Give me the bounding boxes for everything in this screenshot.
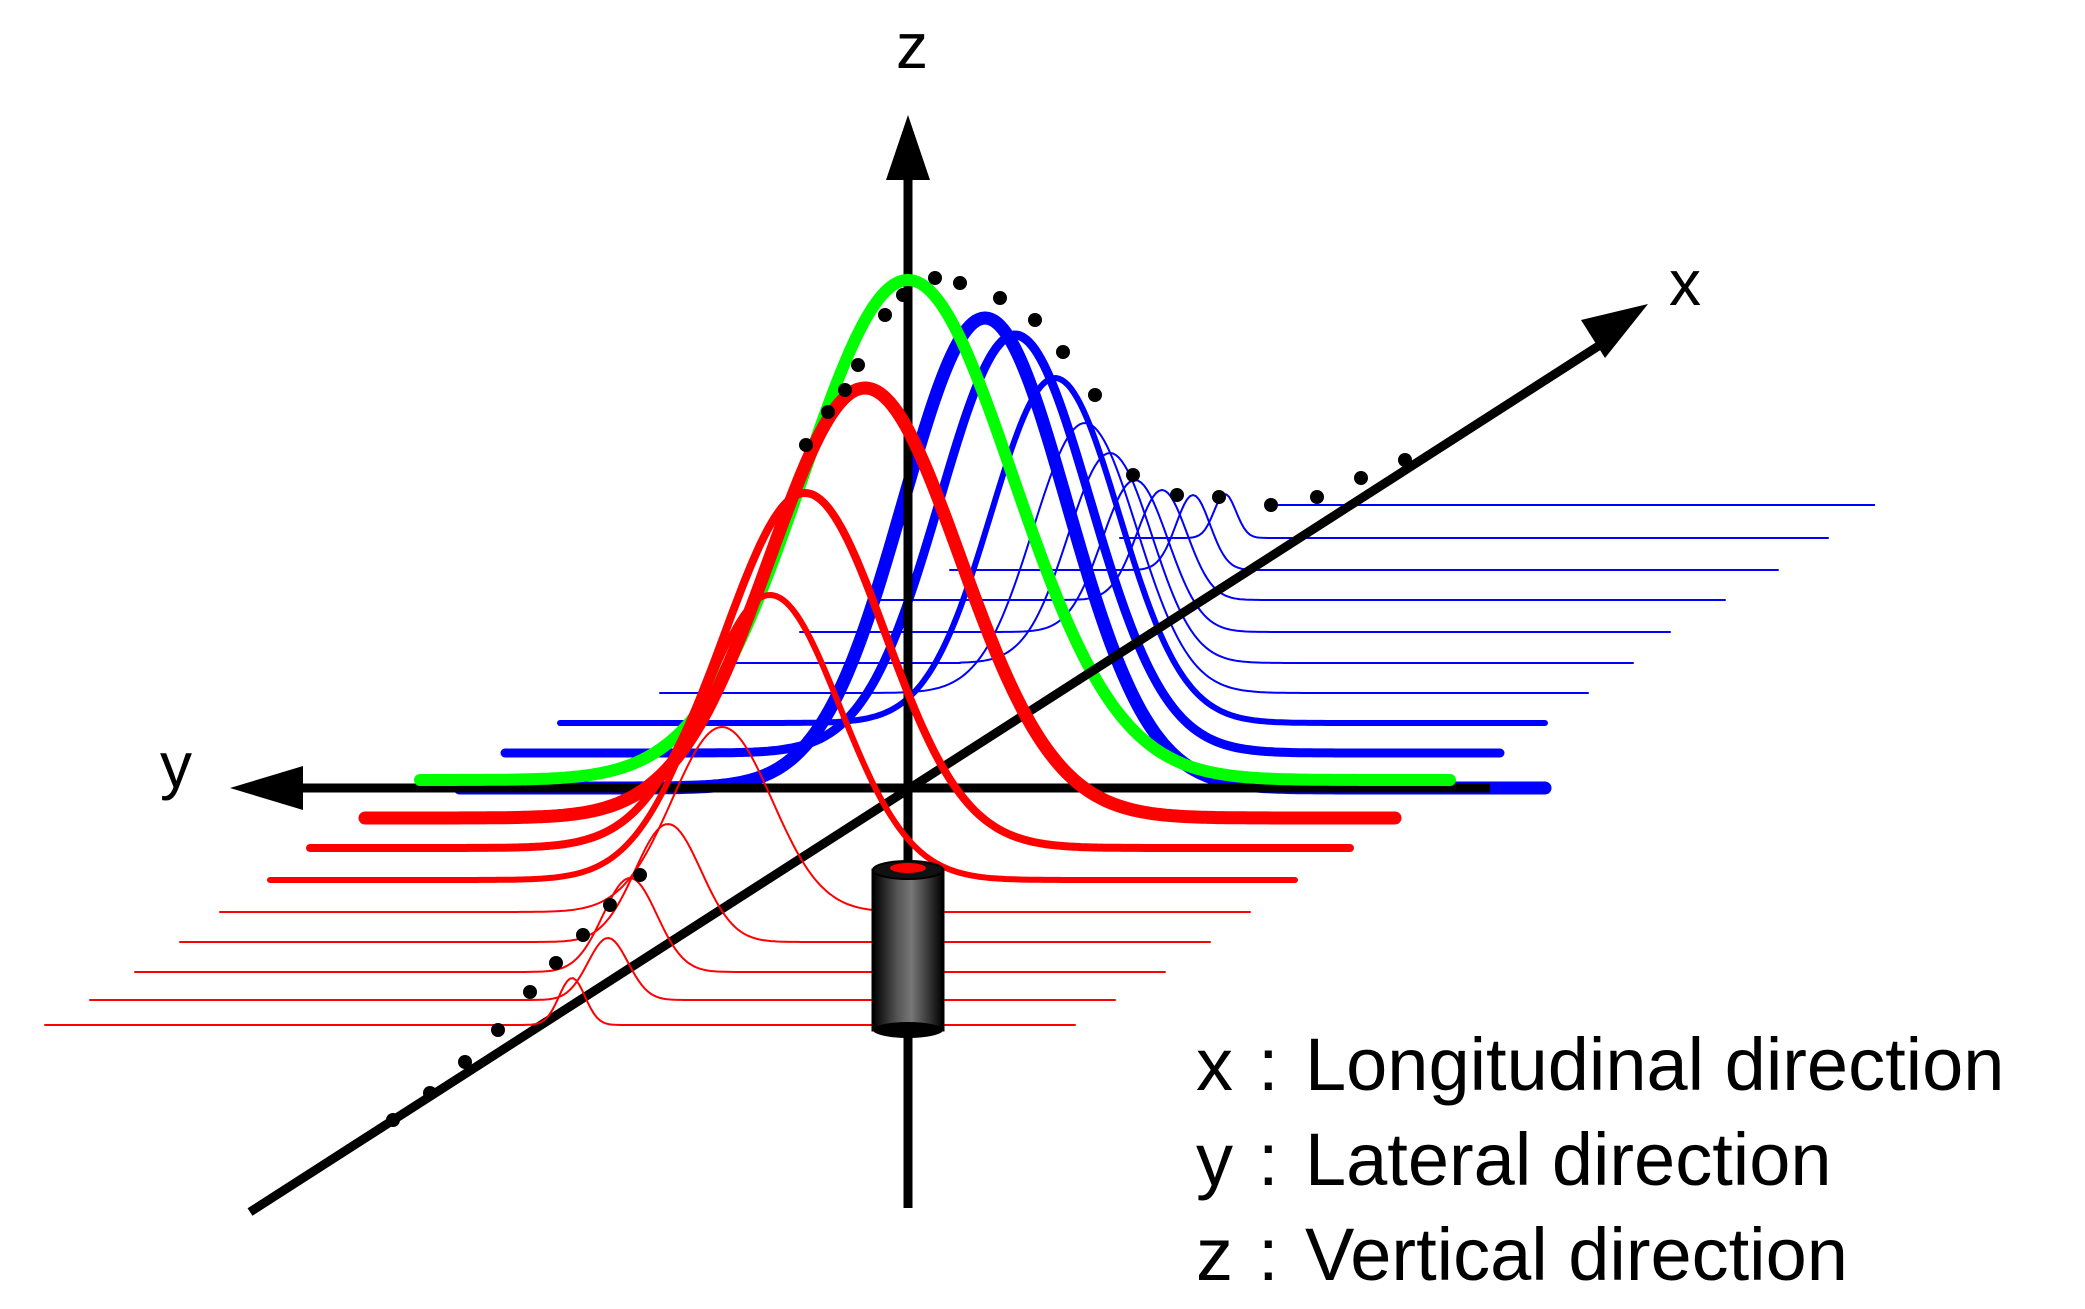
centerline-dot: [896, 288, 910, 302]
centerline-dot: [549, 956, 563, 970]
downwind-profile-2: [306, 489, 1354, 852]
upwind-profile-5: [999, 479, 1671, 633]
upwind-profile-2: [1144, 493, 1829, 539]
cylinder-stack-icon: [871, 860, 945, 1038]
downwind-profile-6: [134, 877, 1166, 973]
upwind-profile-3: [1099, 494, 1779, 571]
centerline-dot: [423, 1086, 437, 1100]
downwind-profile-3: [267, 592, 1298, 883]
y-axis: [230, 766, 1490, 810]
legend-sep-y: :: [1258, 1118, 1279, 1201]
centerline-dot: [821, 405, 835, 419]
centerline-dot: [458, 1055, 472, 1069]
centerline-dot: [1170, 488, 1184, 502]
upwind-profile-10: [453, 311, 1552, 795]
legend-sep-x: :: [1258, 1023, 1279, 1106]
centerline-dot: [1126, 468, 1140, 482]
centerline-dot: [1056, 345, 1070, 359]
centerline-dot: [491, 1023, 505, 1037]
centerline-dot: [851, 358, 865, 372]
downwind-profile-group: [44, 381, 1402, 1026]
downwind-profile-5: [179, 823, 1211, 943]
centerline-dot: [928, 271, 942, 285]
source-profile-group: [414, 274, 1456, 786]
legend-text-x: Longitudinal direction: [1305, 1023, 2004, 1106]
legend-key-z: z: [1196, 1213, 1233, 1296]
downwind-profile-1: [358, 381, 1402, 825]
centerline-dot: [1088, 388, 1102, 402]
centerline-dot: [1310, 490, 1324, 504]
y-axis-label: y: [160, 729, 192, 801]
z-axis-label: z: [896, 10, 928, 82]
centerline-dot: [953, 276, 967, 290]
upwind-profile-group: [453, 311, 1875, 795]
centerline-dot: [633, 868, 647, 882]
legend-text-y: Lateral direction: [1305, 1118, 1832, 1201]
centerline-dot: [603, 898, 617, 912]
centerline-dot: [1398, 453, 1412, 467]
legend-key-y: y: [1196, 1118, 1233, 1201]
source-profile: [414, 274, 1456, 786]
legend-text-z: Vertical direction: [1305, 1213, 1848, 1296]
centerline-dot: [1212, 490, 1226, 504]
downwind-profile-4: [219, 726, 1251, 913]
legend: x : Longitudinal direction y : Lateral d…: [1196, 1023, 2004, 1296]
centerline-dot: [576, 928, 590, 942]
centerline-dots: [386, 271, 1412, 1127]
x-axis: [247, 304, 1648, 1216]
centerline-dot: [799, 438, 813, 452]
centerline-dot: [1354, 471, 1368, 485]
centerline-dot: [523, 985, 537, 999]
upwind-profile-4: [1059, 489, 1726, 601]
legend-key-x: x: [1196, 1023, 1233, 1106]
upwind-profile-9: [595, 330, 1505, 758]
centerline-dot: [1264, 498, 1278, 512]
centerline-dot: [993, 291, 1007, 305]
centerline-dot: [386, 1113, 400, 1127]
centerline-dot: [878, 308, 892, 322]
downwind-profile-7: [89, 937, 1116, 1001]
legend-sep-z: :: [1258, 1213, 1279, 1296]
x-axis-label: x: [1669, 247, 1701, 319]
centerline-dot: [838, 383, 852, 397]
upwind-profile-8: [717, 375, 1548, 726]
centerline-dot: [1028, 313, 1042, 327]
